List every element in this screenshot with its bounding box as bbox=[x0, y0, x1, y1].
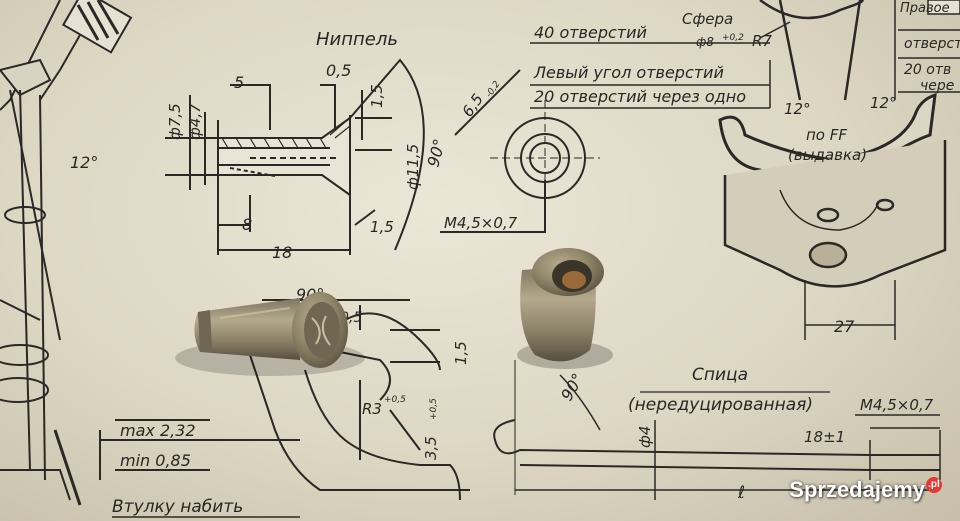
lower-dim-1-5: 1,5 bbox=[452, 341, 470, 365]
spoke-angle: 90° bbox=[557, 370, 588, 404]
note-sphere-tol: +0,2 bbox=[722, 33, 744, 43]
dim-90-top: 90° bbox=[424, 137, 450, 169]
circle-view bbox=[440, 69, 600, 233]
part-label-ff: по FF bbox=[806, 126, 847, 144]
part-label-press: (выдавка) bbox=[788, 146, 867, 164]
part-angle-right: 12° bbox=[870, 94, 897, 112]
spoke-title1: Спица bbox=[692, 365, 748, 385]
spoke-drawing bbox=[493, 360, 941, 500]
lower-dim-3-5: 3,5 bbox=[422, 436, 440, 460]
part-dim-27: 27 bbox=[834, 317, 855, 336]
spoke-var: ℓ bbox=[737, 483, 745, 503]
dim-1-5-bottom: 1,5 bbox=[370, 218, 394, 236]
lower-max: max 2,32 bbox=[120, 421, 196, 440]
lower-bottom-text: Втулку набить bbox=[112, 497, 243, 517]
part-top-text3: 20 отв bbox=[904, 62, 951, 78]
spoke-title2: (нередуцированная) bbox=[628, 395, 813, 415]
note-line1: 40 отверстий bbox=[534, 23, 647, 42]
spoke-dia: ф4 bbox=[636, 426, 654, 448]
lower-dim-3-5-tol: +0,5 bbox=[429, 398, 439, 420]
nipple-object-lying bbox=[175, 292, 365, 376]
lower-dim-r3: R3 bbox=[362, 400, 382, 418]
dim-1-5-top: 1,5 bbox=[368, 84, 386, 108]
dim-7-5: ф7,5 bbox=[166, 103, 184, 140]
lower-dim-r3-tol: +0,5 bbox=[384, 395, 406, 405]
right-part-drawing bbox=[718, 0, 960, 340]
spoke-len: 18±1 bbox=[804, 428, 845, 446]
nipple-drawing bbox=[165, 58, 425, 255]
circle-thread: M4,5×0,7 bbox=[444, 214, 518, 232]
note-sphere-r: R7 bbox=[752, 32, 772, 50]
nipple-title: Ниппель bbox=[316, 29, 398, 50]
dim-4-7: ф4,7 bbox=[186, 103, 204, 140]
part-top-text1: Правое bbox=[900, 1, 950, 16]
dim-0-5: 0,5 bbox=[326, 61, 351, 80]
left-frame-sketch bbox=[0, 0, 133, 506]
dim-18: 18 bbox=[272, 243, 292, 262]
note-line3: 20 отверстий через одно bbox=[534, 87, 746, 106]
note-line2: Левый угол отверстий bbox=[533, 63, 724, 82]
nipple-object-standing bbox=[517, 248, 613, 369]
watermark-suffix: .pl bbox=[926, 477, 942, 493]
part-angle-left: 12° bbox=[784, 100, 811, 118]
part-top-text4: чере bbox=[920, 78, 954, 94]
dim-11-5: ф11,5 bbox=[404, 144, 422, 190]
dim-8: 8 bbox=[242, 215, 252, 234]
circle-dim: 6,5 bbox=[459, 90, 487, 120]
watermark: Sprzedajemy.pl bbox=[789, 477, 942, 503]
lower-drawing bbox=[99, 299, 470, 501]
note-sphere-dim: ф8 bbox=[696, 35, 714, 49]
dim-5: 5 bbox=[234, 73, 244, 92]
note-sphere: Сфера bbox=[682, 10, 733, 28]
left-angle-label: 12° bbox=[70, 153, 98, 172]
part-top-text2: отверст bbox=[904, 36, 960, 52]
lower-min: min 0,85 bbox=[120, 451, 191, 470]
spoke-thread: M4,5×0,7 bbox=[860, 396, 934, 414]
